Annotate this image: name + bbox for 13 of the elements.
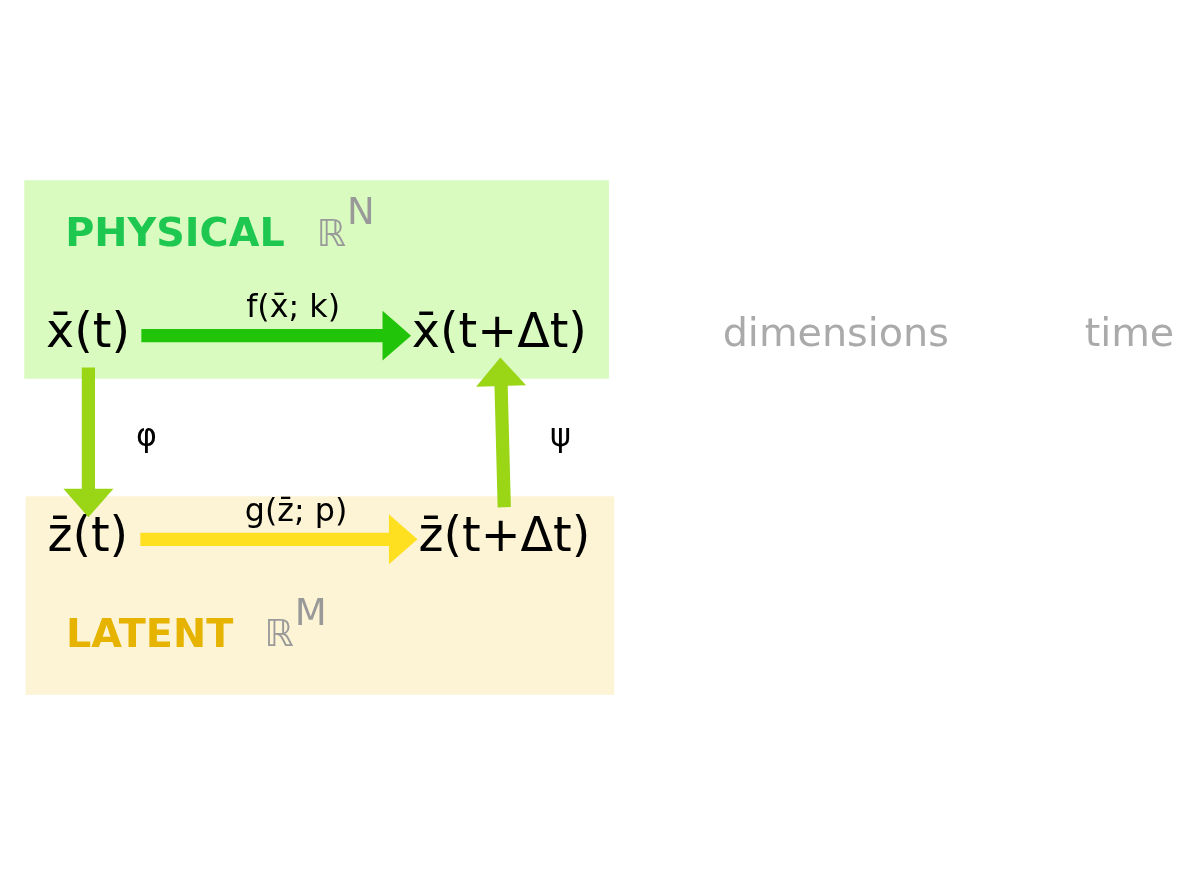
node-text: z̄(t+Δt) [418, 506, 591, 562]
arrow [476, 356, 527, 507]
arrow [141, 310, 412, 361]
label: dimensions [722, 308, 949, 355]
node-text: x̄(t) [46, 302, 131, 358]
edge-label: φ [136, 416, 157, 453]
edge-label: f(x̄; k) [246, 287, 341, 324]
node-text: z̄(t) [47, 506, 129, 562]
node-text: x̄(t+Δt) [411, 302, 587, 358]
edge-label: ψ [550, 416, 571, 453]
arrow [140, 513, 418, 564]
arrow [63, 367, 114, 517]
label: time [1084, 308, 1175, 355]
